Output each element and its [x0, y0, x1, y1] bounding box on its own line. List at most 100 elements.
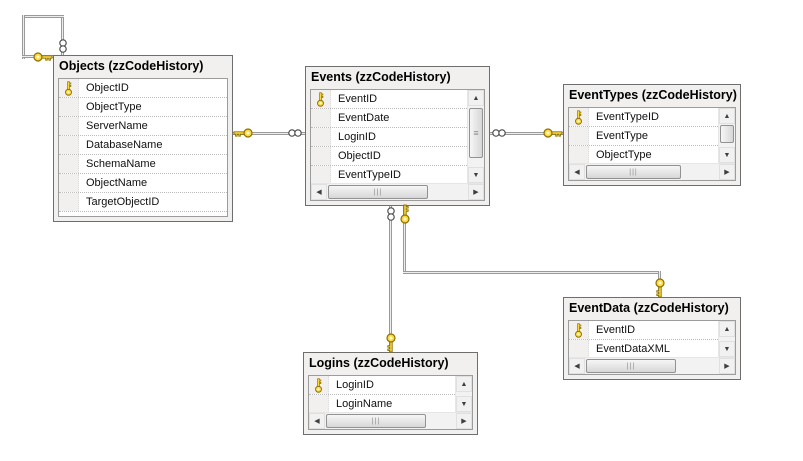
scroll-down-button[interactable]: ▼: [456, 396, 472, 412]
primary-key-icon: [575, 109, 582, 125]
column-row[interactable]: TargetObjectID: [59, 193, 227, 212]
table-events[interactable]: Events (zzCodeHistory) EventID EventDate…: [305, 66, 490, 206]
vertical-scroll-thumb[interactable]: [720, 125, 734, 143]
table-title-bar[interactable]: Objects (zzCodeHistory): [54, 56, 232, 77]
column-name: EventDate: [338, 112, 390, 124]
relationship-line-objects-self[interactable]: [61, 15, 64, 55]
scroll-down-button[interactable]: ▼: [719, 341, 735, 357]
table-eventtypes[interactable]: EventTypes (zzCodeHistory) EventTypeID E…: [563, 84, 741, 186]
relationship-line-objects-self[interactable]: [22, 15, 25, 59]
relationship-line-objects-self[interactable]: [22, 15, 64, 18]
column-row[interactable]: ObjectID: [311, 147, 467, 166]
scroll-right-button[interactable]: ▶: [468, 184, 484, 200]
column-list: ObjectID ObjectType ServerName DatabaseN…: [59, 79, 227, 216]
column-row[interactable]: ObjectName: [59, 174, 227, 193]
row-selector-cell: [59, 155, 79, 173]
row-selector-cell: [569, 321, 589, 339]
table-title-bar[interactable]: EventTypes (zzCodeHistory): [564, 85, 740, 106]
horizontal-scrollbar[interactable]: ◀ ||| ▶: [309, 412, 472, 429]
column-row[interactable]: ServerName: [59, 117, 227, 136]
column-grid: EventTypeID EventType ObjectType ▲ ▼ ◀ |…: [568, 107, 736, 181]
table-title: Events (zzCodeHistory): [311, 70, 451, 84]
column-grid: EventID EventDate LoginID ObjectID: [310, 89, 485, 201]
column-name: ServerName: [86, 120, 148, 132]
horizontal-scrollbar[interactable]: ◀ ||| ▶: [569, 163, 735, 180]
column-row[interactable]: SchemaName: [59, 155, 227, 174]
scroll-up-button[interactable]: ▲: [719, 108, 735, 124]
table-title: EventData (zzCodeHistory): [569, 301, 729, 315]
vertical-scrollbar[interactable]: ▲ ▼: [718, 321, 735, 357]
horizontal-scroll-thumb[interactable]: |||: [586, 359, 676, 373]
row-selector-cell: [311, 166, 331, 183]
horizontal-scrollbar[interactable]: ◀ ||| ▶: [569, 357, 735, 374]
relationship-line-objects-events[interactable]: [233, 132, 305, 135]
column-grid: LoginID LoginName ▲ ▼ ◀ ||| ▶: [308, 375, 473, 430]
column-row[interactable]: EventID: [311, 90, 467, 109]
column-row[interactable]: ObjectType: [59, 98, 227, 117]
scroll-up-button[interactable]: ▲: [468, 90, 484, 106]
column-name: ObjectType: [86, 101, 142, 113]
scroll-left-button[interactable]: ◀: [309, 413, 325, 429]
column-name: EventTypeID: [338, 169, 401, 181]
key-one-icon: [543, 128, 563, 138]
horizontal-scroll-thumb[interactable]: |||: [586, 165, 681, 179]
column-row[interactable]: LoginID: [309, 376, 455, 395]
column-row[interactable]: ObjectType: [569, 146, 718, 163]
infinity-many-icon: [288, 129, 302, 137]
row-selector-cell: [59, 117, 79, 135]
column-row[interactable]: LoginID: [311, 128, 467, 147]
table-title-bar[interactable]: EventData (zzCodeHistory): [564, 298, 740, 319]
column-row[interactable]: EventID: [569, 321, 718, 340]
relationship-line-events-logins[interactable]: [389, 206, 392, 352]
vertical-scroll-thumb[interactable]: ≡: [469, 108, 483, 158]
scroll-left-button[interactable]: ◀: [311, 184, 327, 200]
table-objects[interactable]: Objects (zzCodeHistory) ObjectID ObjectT…: [53, 55, 233, 222]
column-row[interactable]: LoginName: [309, 395, 455, 412]
scroll-left-button[interactable]: ◀: [569, 358, 585, 374]
key-one-icon: [655, 278, 665, 298]
horizontal-scrollbar[interactable]: ◀ ||| ▶: [311, 183, 484, 200]
scroll-right-button[interactable]: ▶: [456, 413, 472, 429]
table-eventdata[interactable]: EventData (zzCodeHistory) EventID EventD…: [563, 297, 741, 380]
primary-key-icon: [65, 80, 72, 96]
scroll-down-button[interactable]: ▼: [719, 147, 735, 163]
column-name: EventTypeID: [596, 111, 659, 123]
scroll-up-button[interactable]: ▲: [456, 376, 472, 392]
table-title-bar[interactable]: Events (zzCodeHistory): [306, 67, 489, 88]
vertical-scrollbar[interactable]: ▲ ▼: [718, 108, 735, 163]
key-one-icon: [386, 333, 396, 353]
row-selector-cell: [309, 395, 329, 412]
vertical-scrollbar[interactable]: ▲ ≡ ▼: [467, 90, 484, 183]
column-list: EventID EventDataXML: [569, 321, 718, 357]
vertical-scrollbar[interactable]: ▲ ▼: [455, 376, 472, 412]
table-title-bar[interactable]: Logins (zzCodeHistory): [304, 353, 477, 374]
relationship-line-events-eventtypes[interactable]: [490, 132, 563, 135]
column-row[interactable]: ObjectID: [59, 79, 227, 98]
table-title: Logins (zzCodeHistory): [309, 356, 449, 370]
column-row[interactable]: EventType: [569, 127, 718, 146]
scroll-right-button[interactable]: ▶: [719, 164, 735, 180]
column-row[interactable]: DatabaseName: [59, 136, 227, 155]
scroll-down-button[interactable]: ▼: [468, 167, 484, 183]
column-row[interactable]: EventDataXML: [569, 340, 718, 357]
primary-key-icon: [315, 377, 322, 393]
row-selector-cell: [569, 146, 589, 163]
table-title: Objects (zzCodeHistory): [59, 59, 204, 73]
table-logins[interactable]: Logins (zzCodeHistory) LoginID LoginName…: [303, 352, 478, 435]
column-row[interactable]: EventTypeID: [311, 166, 467, 183]
column-name: SchemaName: [86, 158, 156, 170]
column-row[interactable]: EventTypeID: [569, 108, 718, 127]
column-name: DatabaseName: [86, 139, 163, 151]
column-list: EventID EventDate LoginID ObjectID: [311, 90, 467, 183]
scroll-right-button[interactable]: ▶: [719, 358, 735, 374]
scroll-up-button[interactable]: ▲: [719, 321, 735, 337]
column-name: EventType: [596, 130, 648, 142]
horizontal-scroll-thumb[interactable]: |||: [326, 414, 426, 428]
column-row[interactable]: EventDate: [311, 109, 467, 128]
relationship-line-events-eventdata[interactable]: [403, 206, 406, 274]
scroll-left-button[interactable]: ◀: [569, 164, 585, 180]
horizontal-scroll-thumb[interactable]: |||: [328, 185, 428, 199]
relationship-line-events-eventdata[interactable]: [403, 271, 661, 274]
column-name: LoginID: [338, 131, 376, 143]
